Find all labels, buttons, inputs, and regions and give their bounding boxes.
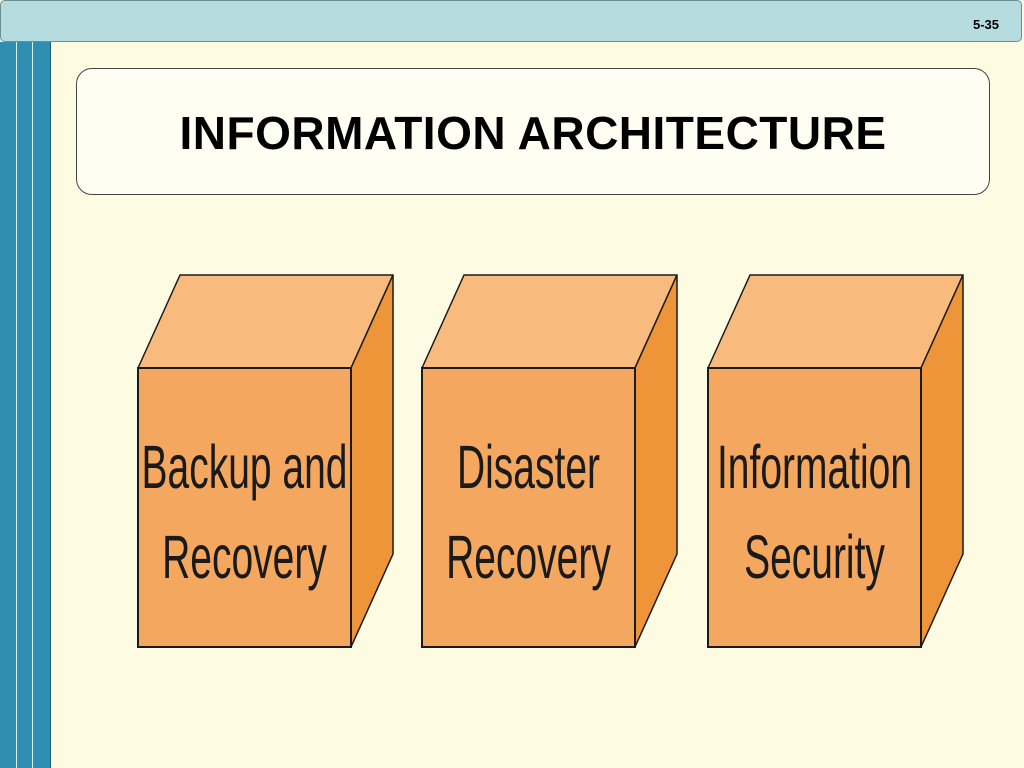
title-box: INFORMATION ARCHITECTURE — [76, 68, 990, 195]
cube-front-face — [421, 367, 636, 648]
slide-number: 5-35 — [972, 17, 999, 32]
cube-label-line: Backup and — [142, 433, 348, 501]
page-title: INFORMATION ARCHITECTURE — [179, 106, 887, 159]
cube-label-line: Security — [744, 523, 885, 591]
side-stripe — [32, 42, 33, 768]
side-stripe — [16, 42, 17, 768]
cube-label-line: Disaster — [457, 433, 600, 501]
cube-top-face — [137, 274, 394, 369]
cube-top-face — [707, 274, 964, 369]
cube-label-line: Information — [717, 433, 912, 501]
cube-front-face — [707, 367, 922, 648]
cube-label-line: Recovery — [162, 523, 327, 591]
cube-label-line: Recovery — [446, 523, 611, 591]
side-bar — [0, 42, 51, 768]
cube-front-face — [137, 367, 352, 648]
top-bar: 5-35 — [0, 0, 1022, 42]
cube-top-face — [421, 274, 678, 369]
